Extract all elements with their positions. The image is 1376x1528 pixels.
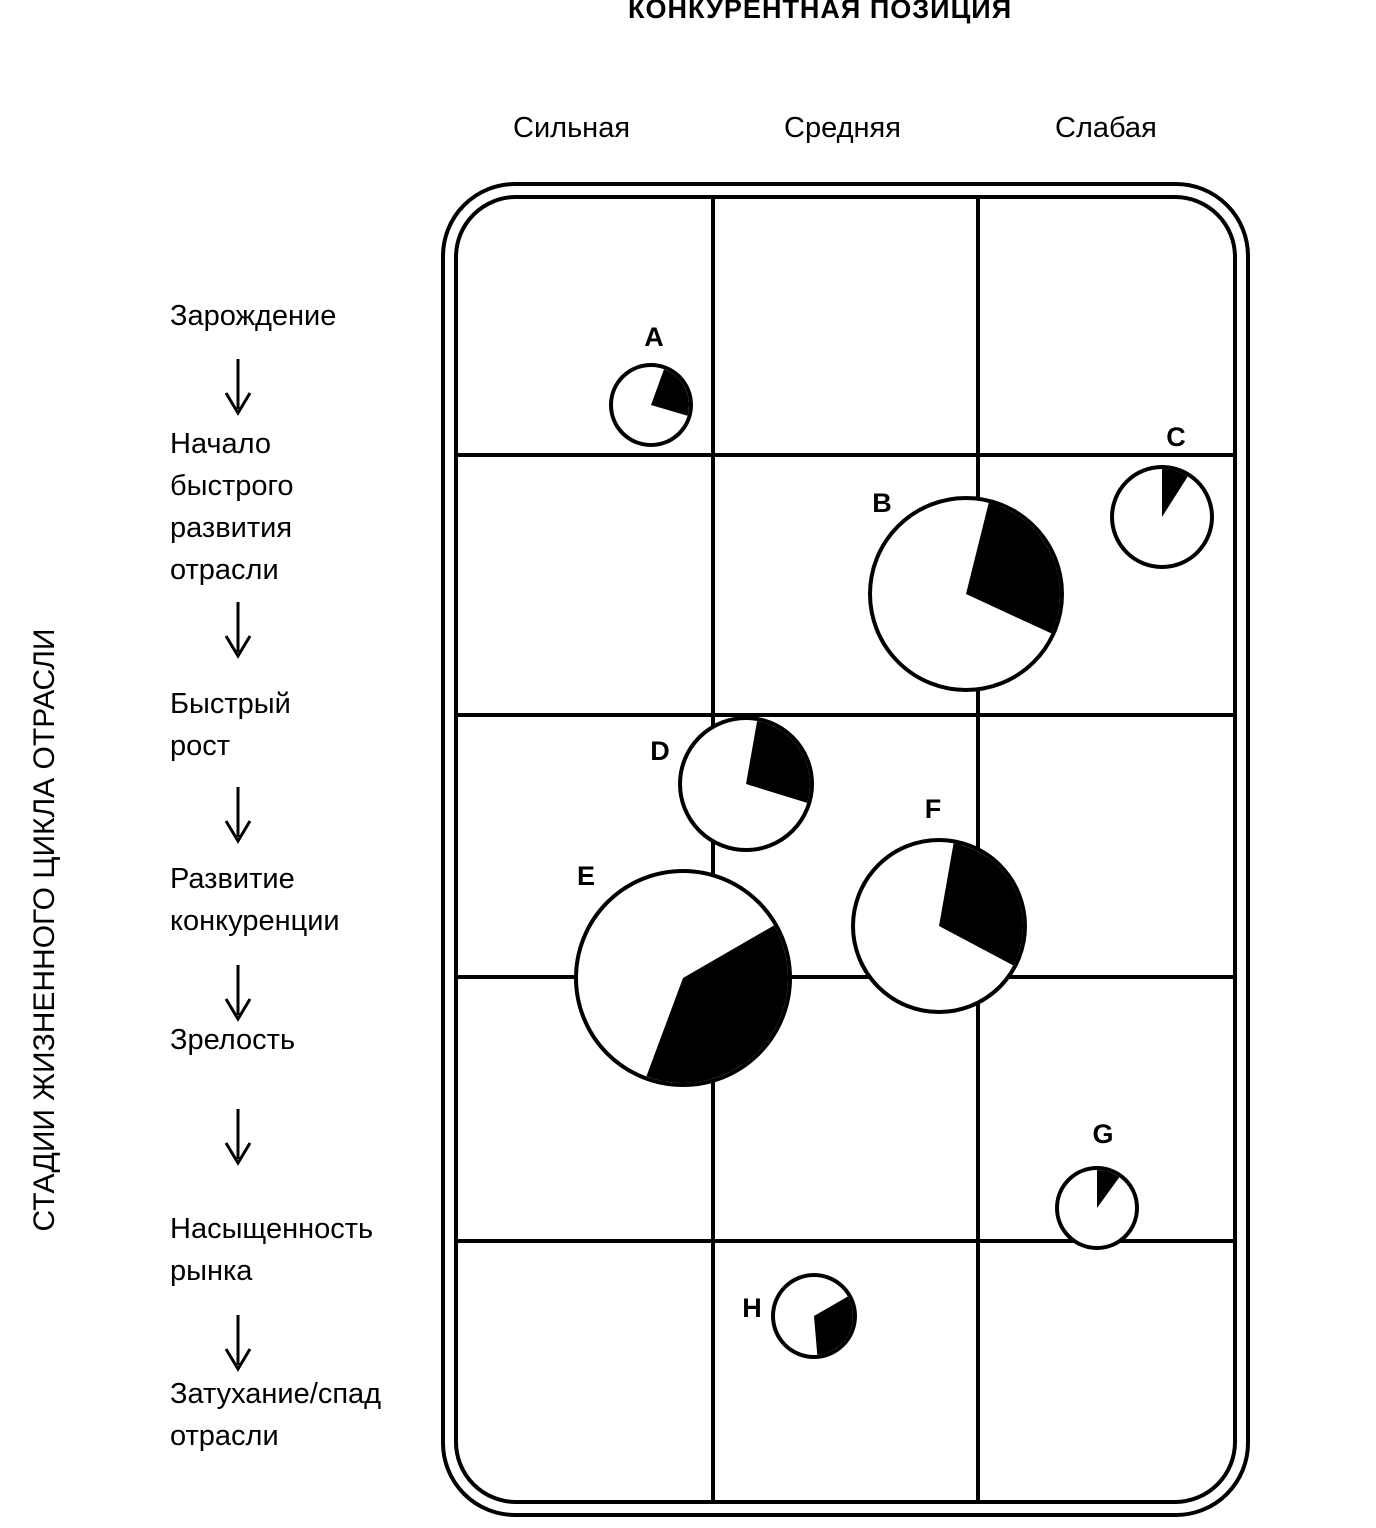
stage-label-maturity: Зрелость — [170, 1019, 295, 1061]
down-arrow-icon — [224, 359, 252, 416]
stage-line: конкуренции — [170, 905, 340, 937]
bubble-label: F — [925, 794, 942, 824]
bubble-label: G — [1092, 1119, 1113, 1149]
matrix-inner-frame — [454, 195, 1237, 1504]
matrix-outer-frame — [441, 182, 1250, 1517]
stage-line: отрасли — [170, 554, 279, 586]
down-arrow-icon — [224, 965, 252, 1022]
stage-label-decline: Затухание/спад отрасли — [170, 1373, 381, 1457]
bubble-share-wedge — [746, 720, 810, 803]
stage-line: развития — [170, 512, 293, 544]
stage-line: рост — [170, 730, 231, 762]
down-arrow-icon — [224, 1315, 252, 1372]
stage-label-competition: Развитие конкуренции — [170, 858, 340, 942]
stage-label-inception: Зарождение — [170, 295, 336, 337]
column-header-medium: Средняя — [784, 112, 901, 144]
stage-label-saturation: Насыщенность рынка — [170, 1208, 373, 1292]
bubble-label: C — [1166, 422, 1186, 452]
bubble-label: D — [650, 736, 670, 766]
bubble-h: H — [742, 1273, 857, 1359]
bubble-c: C — [1110, 422, 1214, 569]
bubble-share-wedge — [814, 1296, 853, 1355]
stage-line: Насыщенность — [170, 1213, 374, 1245]
bubble-share-wedge — [939, 843, 1023, 966]
bubble-share-wedge — [1162, 469, 1188, 517]
column-header-weak: Слабая — [1055, 112, 1157, 144]
bubble-b: B — [868, 488, 1064, 692]
bubble-share-wedge — [1097, 1170, 1120, 1208]
stage-line: Быстрый — [170, 688, 291, 720]
diagram-title: КОНКУРЕНТНАЯ ПОЗИЦИЯ — [628, 0, 1013, 24]
bubble-e: E — [574, 861, 792, 1087]
column-header-strong: Сильная — [513, 112, 631, 144]
bubble-a: A — [609, 322, 693, 447]
bubble-d: D — [650, 716, 814, 852]
down-arrow-icon — [224, 787, 252, 844]
bubble-share-wedge — [651, 369, 689, 416]
stage-line: быстрого — [170, 470, 294, 502]
bubble-share-wedge — [646, 925, 788, 1083]
down-arrow-icon — [224, 1109, 252, 1166]
bubble-label: B — [872, 488, 892, 518]
stage-line: рынка — [170, 1255, 253, 1287]
bubble-f: F — [851, 794, 1027, 1014]
stage-line: Затухание/спад — [170, 1378, 382, 1410]
stage-line: Развитие — [170, 863, 295, 895]
bubble-label: A — [644, 322, 664, 352]
stage-label-early-growth: Начало быстрого развития отрасли — [170, 423, 294, 591]
bubble-share-wedge — [966, 502, 1060, 634]
stage-line: Начало — [170, 428, 272, 460]
stage-line: отрасли — [170, 1420, 279, 1452]
stage-line: Зрелость — [170, 1024, 296, 1056]
stage-label-rapid-growth: Быстрый рост — [170, 683, 291, 767]
bubble-label: H — [742, 1293, 762, 1323]
down-arrow-icon — [224, 602, 252, 659]
bubble-label: E — [577, 861, 595, 891]
stage-line: Зарождение — [170, 300, 337, 332]
bubble-g: G — [1055, 1119, 1139, 1250]
